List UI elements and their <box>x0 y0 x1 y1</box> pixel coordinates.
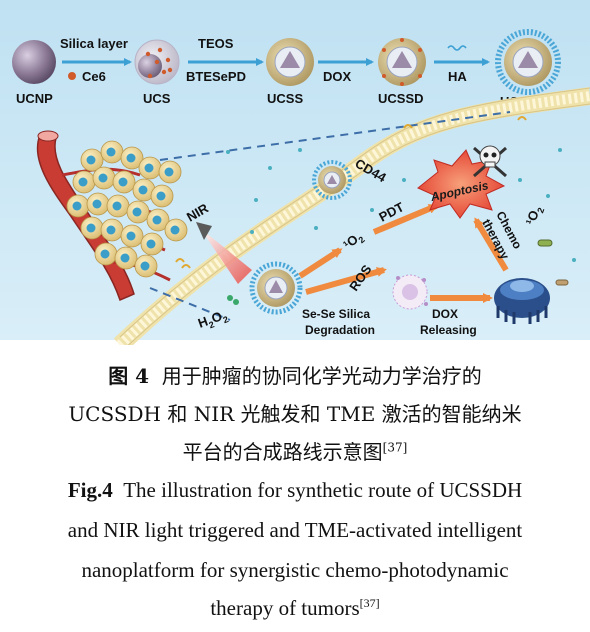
cell-nucleus <box>138 185 148 195</box>
cell-nucleus <box>98 173 108 183</box>
cell-nucleus <box>140 261 150 271</box>
ucss-particle: UCSS <box>266 38 314 106</box>
caption-en-line1: Fig.4 The illustration for synthetic rou… <box>0 478 590 503</box>
tumor-cell-cluster <box>66 140 188 278</box>
ha-fragment-icon <box>403 124 413 129</box>
cell-nucleus <box>156 191 166 201</box>
step-label-ucssd: UCSSD <box>378 91 424 106</box>
o2-right-sub: 2 <box>535 206 546 214</box>
cell-nucleus <box>118 177 128 187</box>
caption-en-line2: and NIR light triggered and TME-activate… <box>67 518 523 542</box>
ucssd-particle: UCSSD <box>378 38 426 106</box>
label-dox-2: Releasing <box>420 323 477 337</box>
step-label-ucss: UCSS <box>267 91 303 106</box>
h2o2-sub2: 2 <box>222 314 230 325</box>
oxygen-dots <box>226 148 576 262</box>
cell-nucleus <box>72 201 82 211</box>
cell-nucleus <box>144 163 154 173</box>
cell-nucleus <box>146 239 156 249</box>
cell-nucleus <box>78 177 88 187</box>
arrow-step-1: Silica layer Ce6 <box>60 36 132 84</box>
cell-nucleus <box>112 201 122 211</box>
arrow-1-bottom: Ce6 <box>82 69 106 84</box>
caption-cn-line2: UCSSDH 和 NIR 光触发和 TME 激活的智能纳米 <box>68 402 522 426</box>
caption-cn-text1: 用于肿瘤的协同化学光动力学治疗的 <box>161 364 482 388</box>
cell-nucleus <box>106 225 116 235</box>
label-dox-1: DOX <box>432 307 458 321</box>
cell-nucleus <box>86 155 96 165</box>
step-label-ucs: UCS <box>143 91 171 106</box>
caption-cn-text3: 平台的合成路线示意图 <box>182 440 383 464</box>
skull-icon <box>473 145 507 178</box>
caption-en-text4: therapy of tumors <box>210 596 360 620</box>
capsule-icon <box>555 279 569 286</box>
caption-cn-line1: 图 4 用于肿瘤的协同化学光动力学治疗的 <box>0 360 590 389</box>
ha-fragment-icon <box>517 116 527 121</box>
cell-nucleus <box>120 253 130 263</box>
label-sese-2: Degradation <box>305 323 375 337</box>
cell-nucleus <box>152 215 162 225</box>
arrow-step-4: HA <box>434 45 490 84</box>
caption-en-text1: The illustration for synthetic route of … <box>123 478 523 502</box>
cell-nucleus <box>164 167 174 177</box>
arrow-4-bottom: HA <box>448 69 467 84</box>
arrow-3-bottom: DOX <box>323 69 352 84</box>
arrow-2-top: TEOS <box>198 36 234 51</box>
synthesis-diagram: UCNP Silica layer Ce6 UCS TEOS BTESePD <box>0 0 590 345</box>
capsule-icon <box>537 239 553 247</box>
cell-nucleus <box>126 153 136 163</box>
ha-fragment-icon <box>175 258 191 269</box>
cell-nucleus <box>170 225 180 235</box>
singlet-o2-right: ¹O2 <box>523 204 547 228</box>
arrow-step-3: DOX <box>318 58 374 84</box>
h2o2-sub1: 2 <box>207 319 215 330</box>
arrow-to-singlet-o2 <box>298 247 343 279</box>
svg-text:¹O2: ¹O2 <box>523 204 547 228</box>
cell-nucleus <box>132 207 142 217</box>
step-label-ucnp: UCNP <box>16 91 53 106</box>
tumor-scene: NIR CD44 H2O2 ¹O2 <box>36 87 590 345</box>
caption-en-ref: [37] <box>359 596 380 610</box>
caption-cn-line3: 平台的合成路线示意图[37] <box>0 436 590 465</box>
dna-structure <box>494 278 550 324</box>
ucssdh-in-cell <box>249 261 303 315</box>
caption-cn-label: 图 4 <box>108 364 150 388</box>
arrow-2-bottom: BTESePD <box>186 69 246 84</box>
o2-right-text: ¹O <box>523 208 542 227</box>
cell-nucleus <box>100 249 110 259</box>
ucs-particle: UCS <box>134 39 180 106</box>
dox-release-arrow: DOX Releasing <box>420 293 493 337</box>
cell-nucleus <box>106 147 116 157</box>
arrow-1-top: Silica layer <box>60 36 128 51</box>
label-sese-1: Se-Se Silica <box>302 307 370 321</box>
ucnp-particle: UCNP <box>12 40 56 106</box>
arrow-step-2: TEOS BTESePD <box>186 36 264 84</box>
cell-nucleus <box>92 199 102 209</box>
synthesis-row: UCNP Silica layer Ce6 UCS TEOS BTESePD <box>12 29 561 109</box>
caption-en-label: Fig.4 <box>67 478 113 502</box>
degraded-silica <box>392 274 428 310</box>
caption-en-line3: nanoplatform for synergistic chemo-photo… <box>81 558 509 582</box>
cell-nucleus <box>86 223 96 233</box>
caption-en-line4: therapy of tumors[37] <box>0 596 590 621</box>
caption-cn-ref: [37] <box>382 440 408 455</box>
o2-left-sub: 2 <box>357 234 367 245</box>
h2o2-o: O <box>209 308 224 326</box>
cell-nucleus <box>126 231 136 241</box>
